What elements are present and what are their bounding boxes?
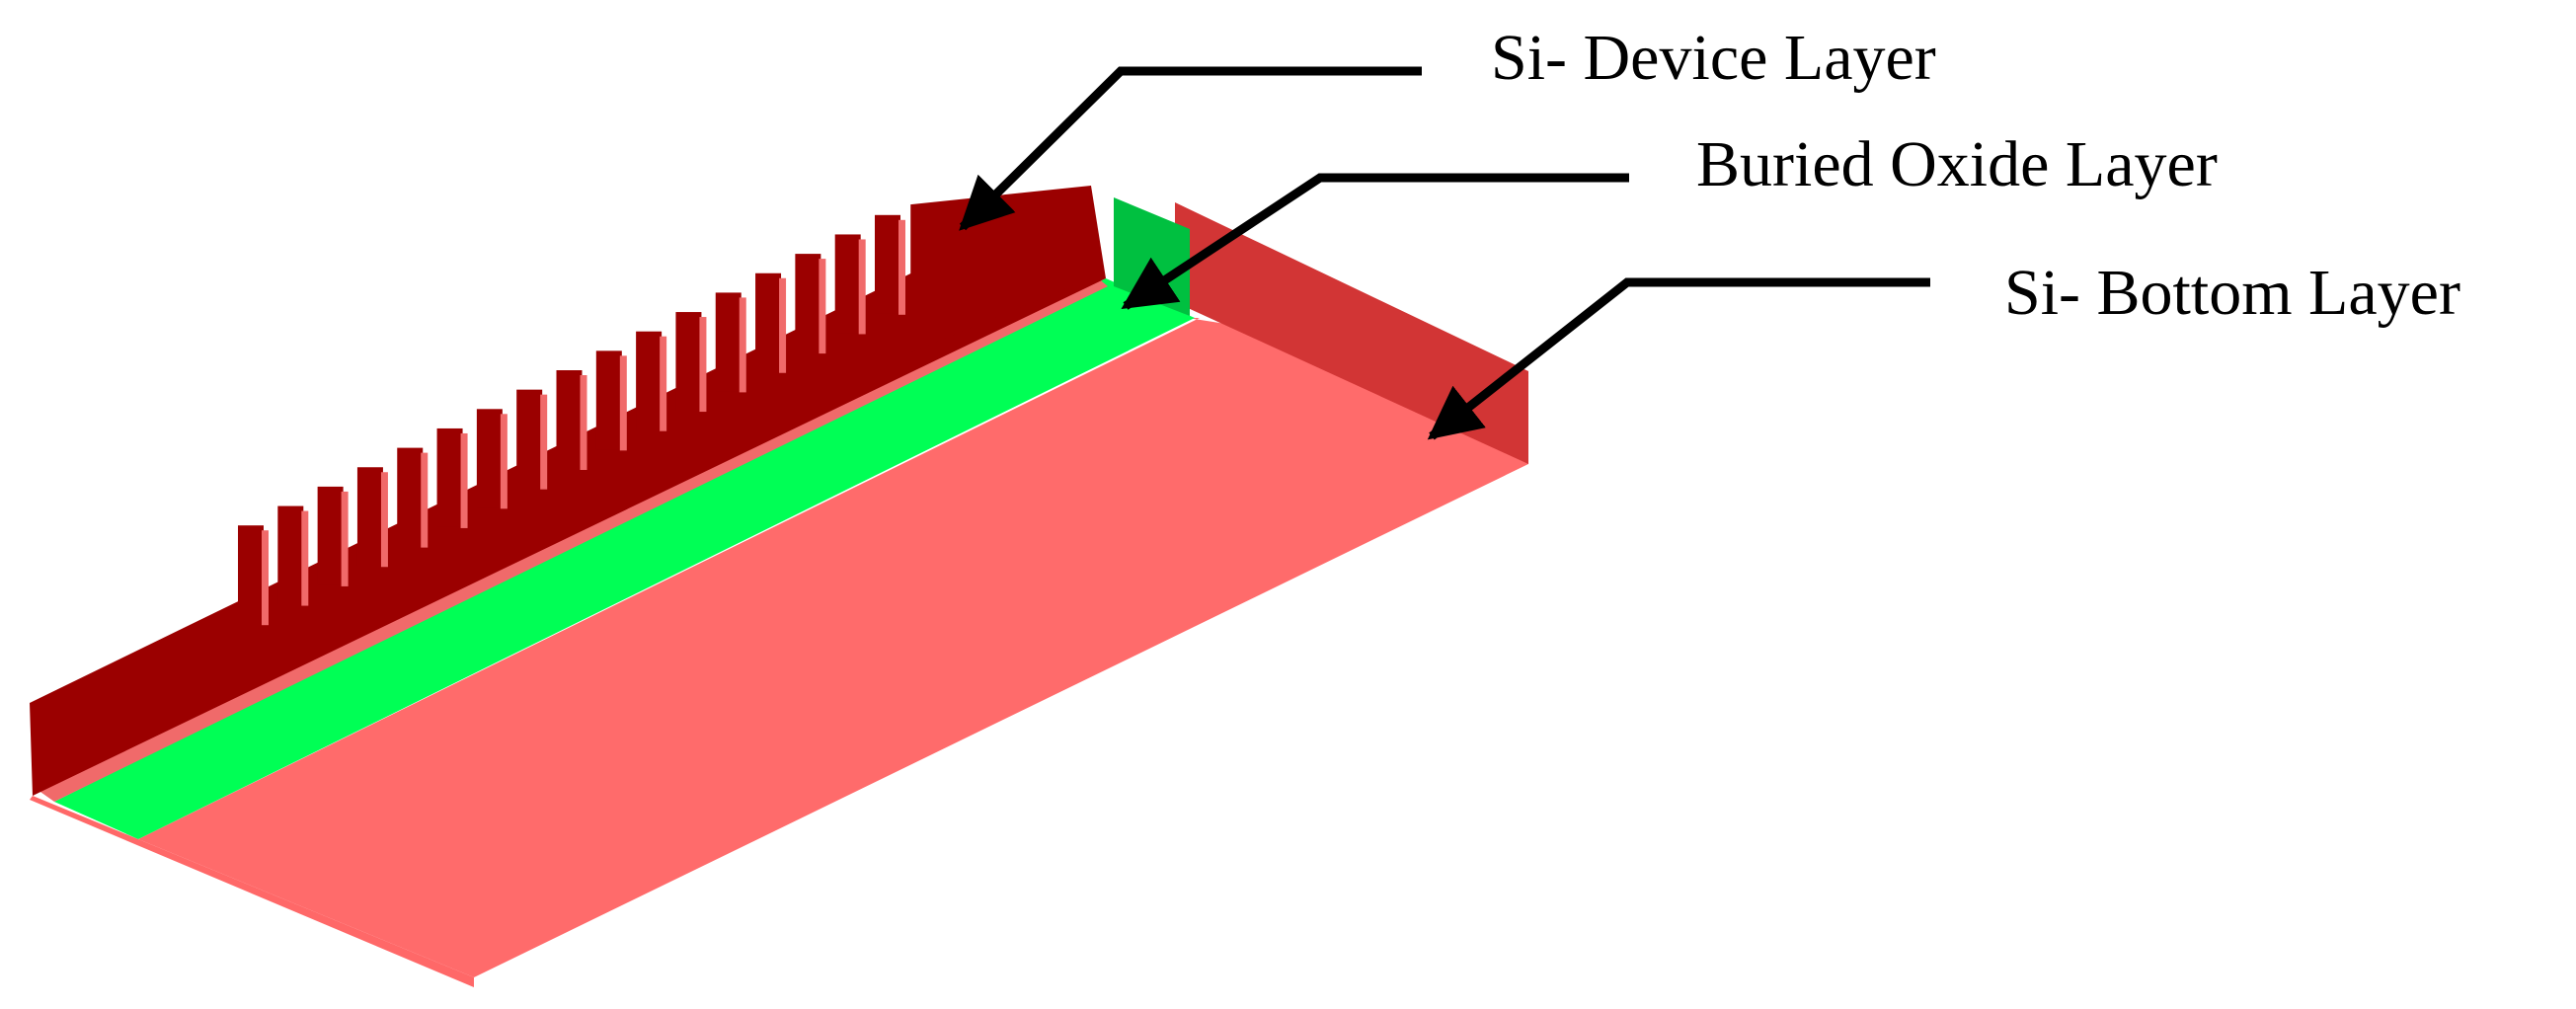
grating-rib-edge — [819, 259, 826, 354]
grating-rib — [356, 467, 383, 567]
grating-rib — [834, 234, 861, 334]
grating-rib-edge — [262, 530, 269, 626]
si-device-layer-wall — [30, 186, 1106, 796]
grating-rib-edge — [540, 394, 548, 490]
grating-rib-edge — [580, 375, 587, 470]
si-device-layer-top-face — [38, 276, 1108, 802]
si-device-layer-ribs — [238, 186, 1091, 626]
grating-rib-edge — [500, 414, 507, 509]
grating-rib-edge — [380, 472, 388, 568]
grating-rib-edge — [739, 297, 746, 393]
arrow-si-device-layer — [959, 66, 1422, 231]
grating-rib — [277, 505, 304, 605]
grating-rib — [636, 331, 663, 430]
grating-rib — [516, 389, 543, 489]
grating-rib — [675, 312, 702, 412]
grating-rib — [595, 350, 622, 450]
grating-rib — [397, 447, 424, 547]
arrow-buried-oxide-layer — [1121, 173, 1629, 310]
grating-rib — [755, 272, 782, 372]
grating-rib-edge — [421, 452, 429, 548]
grating-rib — [476, 409, 503, 508]
arrow-si-bottom-layer — [1427, 277, 1930, 440]
grating-rib — [436, 427, 463, 527]
si-device-layer-label: Si- Device Layer — [1491, 22, 1936, 94]
si-bottom-layer-label: Si- Bottom Layer — [2004, 257, 2460, 329]
grating-rib-edge — [460, 432, 468, 528]
si-bottom-layer-top-face — [138, 318, 1528, 977]
grating-rib — [875, 214, 900, 314]
grating-rib-edge — [779, 277, 787, 373]
buried-oxide-layer — [54, 278, 1195, 839]
grating-rib-edge — [341, 491, 349, 586]
grating-rib — [715, 292, 742, 392]
grating-rib-edge — [898, 219, 905, 315]
grating-rib — [556, 370, 583, 469]
grating-rib-edge — [699, 317, 707, 413]
grating-rib — [795, 254, 821, 353]
grating-rib-edge — [301, 510, 309, 606]
grating-rib-edge — [619, 355, 627, 451]
grating-rib — [317, 486, 344, 585]
grating-rib-edge — [660, 336, 667, 431]
si-device-layer-cap — [910, 186, 1091, 353]
grating-rib — [238, 525, 264, 625]
buried-oxide-layer-label: Buried Oxide Layer — [1696, 128, 2218, 200]
si-bottom-layer-front-edge — [30, 796, 474, 987]
grating-rib-edge — [858, 239, 866, 335]
